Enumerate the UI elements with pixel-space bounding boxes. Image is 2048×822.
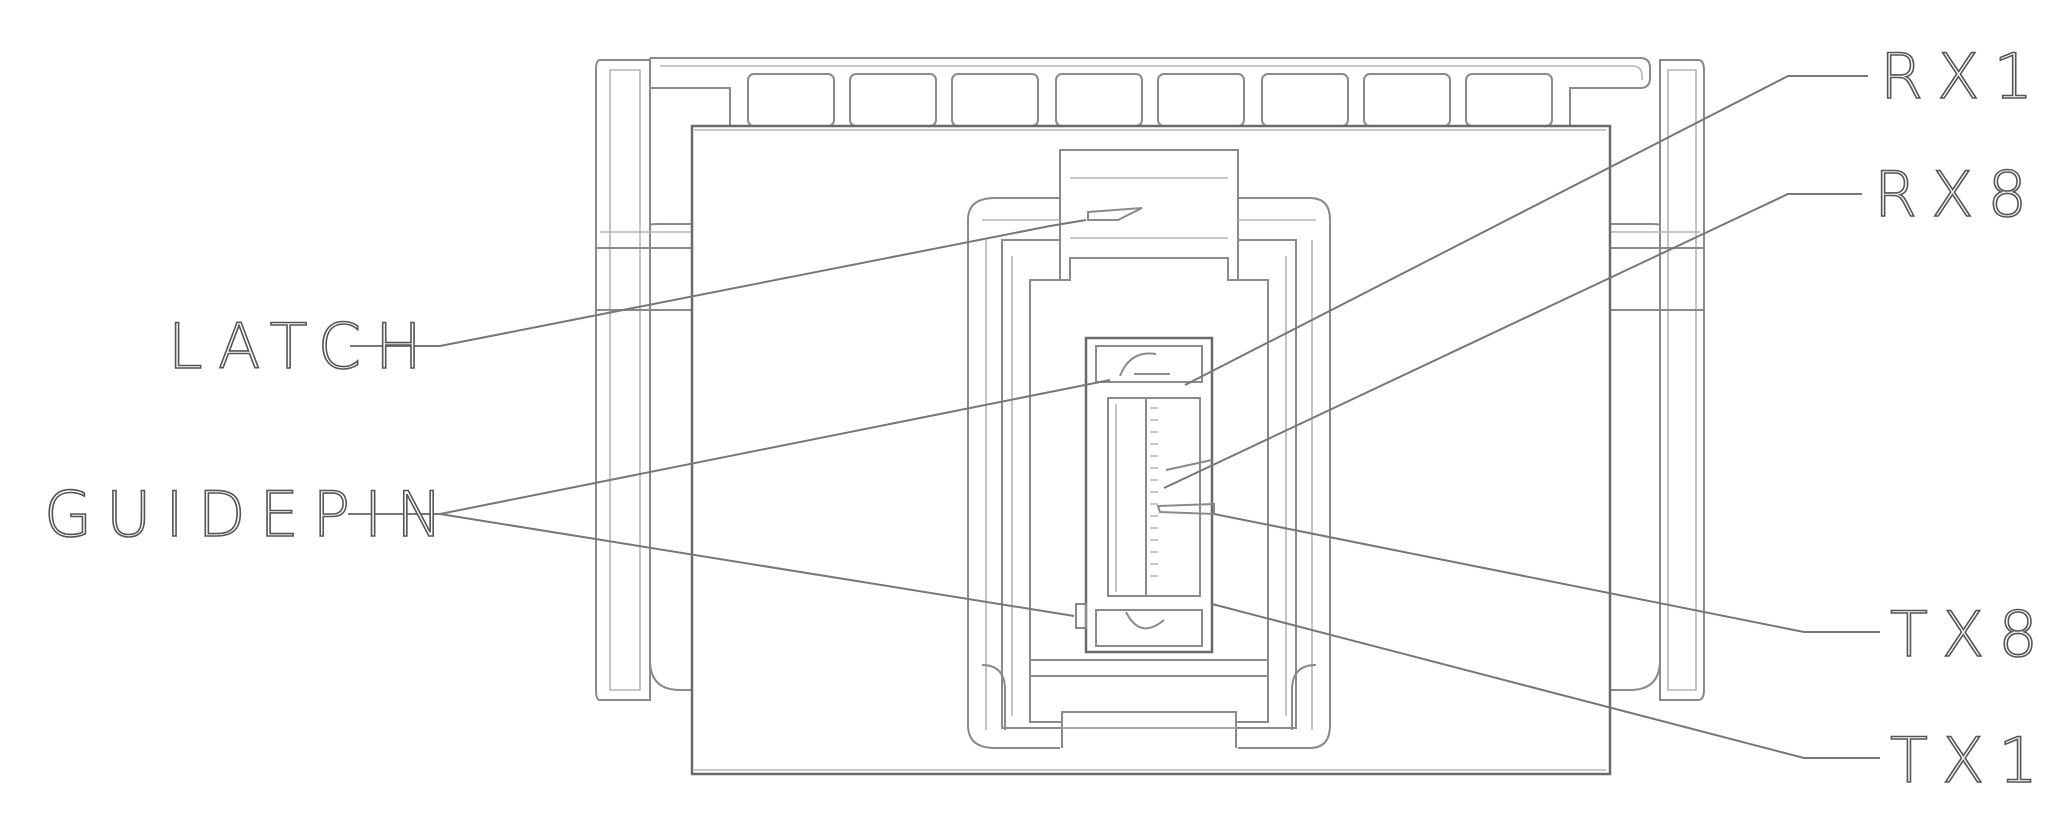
callout-labels: LATCH GUIDEPIN RX1 RX8 TX8 TX1 <box>43 39 2048 798</box>
contact-module <box>1075 336 1215 654</box>
label-rx8: RX8 <box>1874 158 2041 231</box>
outer-housing <box>595 57 1705 701</box>
leader-guidepin-upper <box>348 379 1111 515</box>
leader-tx1 <box>1211 603 1880 759</box>
label-guidepin: GUIDEPIN <box>44 478 457 551</box>
leader-guidepin-lower <box>348 513 1075 617</box>
label-rx1: RX1 <box>1880 40 2047 113</box>
leader-rx1 <box>1184 75 1868 386</box>
jack-opening <box>967 197 1331 749</box>
latch-tab <box>1059 149 1239 281</box>
label-latch: LATCH <box>168 310 436 383</box>
leader-tx8 <box>1213 513 1880 633</box>
leader-rx8 <box>1163 193 1862 489</box>
leader-lines <box>348 75 1880 759</box>
top-teeth <box>747 73 1553 127</box>
leader-latch <box>350 219 1087 347</box>
front-face <box>690 124 1612 776</box>
label-tx1: TX1 <box>1890 724 2048 797</box>
label-tx8: TX8 <box>1890 598 2048 671</box>
